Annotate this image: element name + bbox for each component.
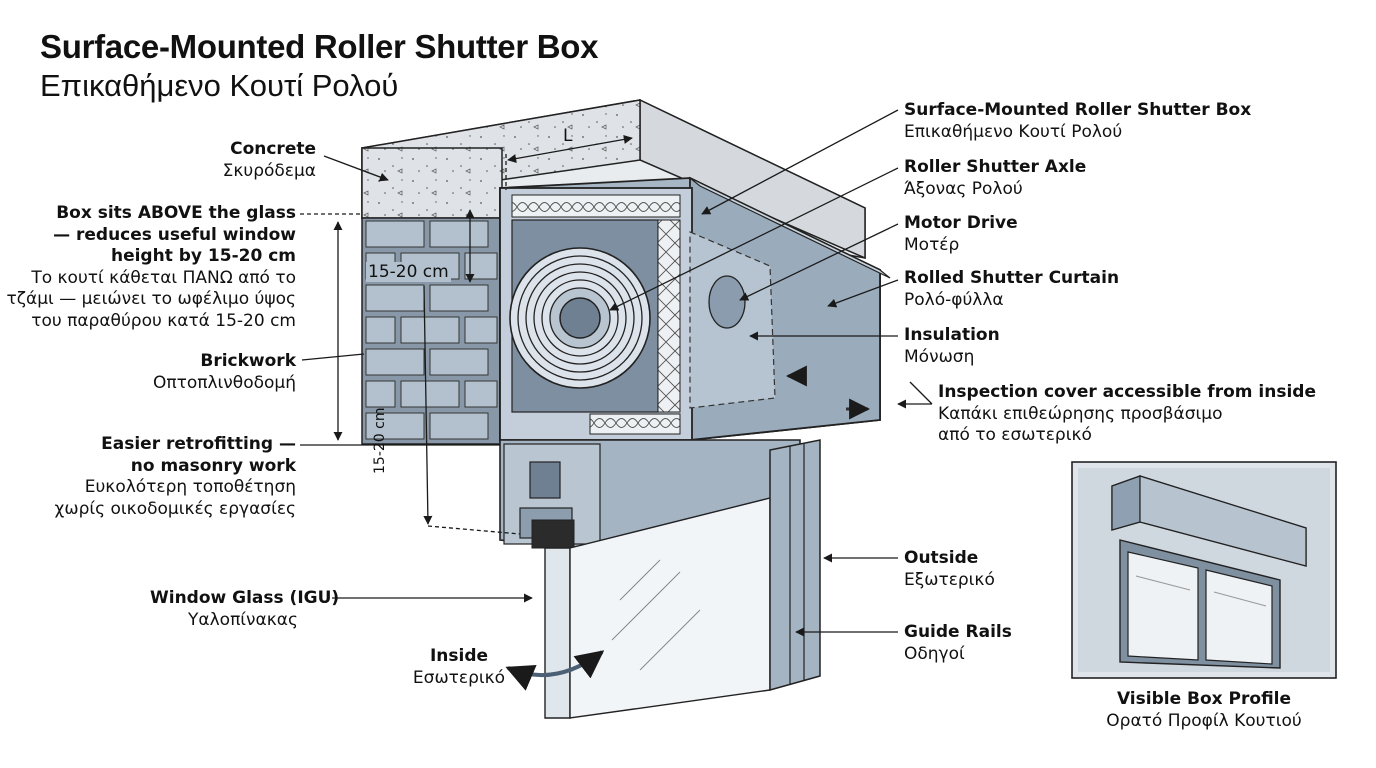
label-curtain-gr: Ρολό-φύλλα [904,289,1004,310]
label-guide-rails: Guide Rails Οδηγοί [904,622,1012,665]
title-english: Surface-Mounted Roller Shutter Box [40,28,599,65]
label-insulation-en: Insulation [904,325,1000,345]
dimension-height-horizontal: 15-20 cm [366,262,451,282]
inset-caption-en: Visible Box Profile [1116,689,1292,709]
label-brickwork-gr: Οπτοπλινθοδομή [153,372,296,393]
label-outside: Outside Εξωτερικό [904,548,995,591]
label-retrofit-gr-2: χωρίς οικοδομικές εργασίες [54,498,296,519]
label-axle-en: Roller Shutter Axle [904,157,1087,177]
brick [464,380,498,408]
label-roller-box-gr: Επικαθήμενο Κουτί Ρολού [904,121,1123,142]
guide-rail [769,439,821,691]
label-inspection-cover: Inspection cover accessible from inside … [938,382,1316,447]
brick [365,348,425,376]
brick [400,316,460,344]
brick [365,380,396,408]
rolled-curtain-spiral [509,247,651,389]
label-window-glass-gr: Υαλοπίνακας [188,609,298,630]
label-outside-en: Outside [904,548,979,568]
label-brickwork: Brickwork Οπτοπλινθοδομή [153,351,296,394]
brick [464,316,498,344]
label-motor: Motor Drive Μοτέρ [904,213,1018,256]
dimension-length-label: L [563,126,573,146]
label-box-above-glass: Box sits ABOVE the glass — reduces usefu… [7,203,296,332]
label-outside-gr: Εξωτερικό [904,569,995,590]
label-roller-box-en: Surface-Mounted Roller Shutter Box [904,100,1252,120]
inset-visible-box-profile [1071,461,1337,679]
label-motor-en: Motor Drive [904,213,1018,233]
label-box-above-en-1: Box sits ABOVE the glass [56,203,296,223]
label-retrofitting: Easier retrofitting — no masonry work Ευ… [55,434,296,520]
label-curtain-en: Rolled Shutter Curtain [904,268,1120,288]
label-inside-gr: Εσωτερικό [412,667,506,688]
brick [400,380,460,408]
label-axle-gr: Άξονας Ρολού [904,178,1023,199]
brick [429,284,489,312]
label-window-glass: Window Glass (IGU) Υαλοπίνακας [150,588,340,631]
label-retrofit-en-1: Easier retrofitting — [101,434,296,454]
brick [429,220,489,248]
title-greek: Επικαθήμενο Κουτί Ρολού [40,68,399,103]
label-box-above-gr-2: τζάμι — μειώνει το ωφέλιμο ύψος [6,289,296,309]
brick [429,412,489,440]
brick [365,316,396,344]
label-inside-en: Inside [429,646,489,666]
label-roller-box: Surface-Mounted Roller Shutter Box Επικα… [904,100,1251,143]
label-box-above-en-2: — reduces useful window [53,224,296,245]
inset-caption-gr: Ορατό Προφίλ Κουτιού [1106,711,1302,731]
label-box-above-gr-1: Το κουτί κάθεται ΠΑΝΩ από το [31,267,296,288]
label-box-above-gr-3: του παραθύρου κατά 15-20 cm [31,310,296,331]
label-insulation-gr: Μόνωση [904,346,975,367]
leader-lines-right [609,109,933,637]
brick [365,412,425,440]
brick [365,284,425,312]
label-inspection-gr-1: Καπάκι επιθεώρησης προσβάσιμο [938,403,1223,424]
label-inspection-en: Inspection cover accessible from inside [938,382,1316,402]
label-axle: Roller Shutter Axle Άξονας Ρολού [904,157,1086,200]
label-inspection-gr-2: από το εσωτερικό [938,425,1092,445]
dimension-height-vertical: 15-20 cm [372,407,388,474]
label-window-glass-en: Window Glass (IGU) [150,588,340,608]
inset-caption: Visible Box Profile Ορατό Προφίλ Κουτιού [1072,688,1336,732]
brick [365,220,425,248]
label-inside: Inside Εσωτερικό [400,646,518,689]
concrete-slab [361,98,866,260]
label-insulation: Insulation Μόνωση [904,325,1000,368]
inside-arrow [505,650,605,691]
leader-lines-left [300,155,533,603]
label-retrofit-gr-1: Ευκολότερη τοποθέτηση [84,477,296,497]
label-guide-rails-gr: Οδηγοί [904,643,965,664]
label-box-above-en-3: height by 15-20 cm [110,246,296,266]
label-concrete-gr: Σκυρόδεμα [222,160,316,181]
brick [429,348,489,376]
dimension-lines [300,134,633,535]
label-brickwork-en: Brickwork [200,351,296,371]
label-retrofit-en-2: no masonry work [130,455,296,476]
label-guide-rails-en: Guide Rails [904,622,1012,642]
label-concrete: Concrete Σκυρόδεμα [223,139,316,182]
label-curtain: Rolled Shutter Curtain Ρολό-φύλλα [904,268,1119,311]
label-concrete-en: Concrete [230,139,316,159]
label-motor-gr: Μοτέρ [904,234,960,255]
